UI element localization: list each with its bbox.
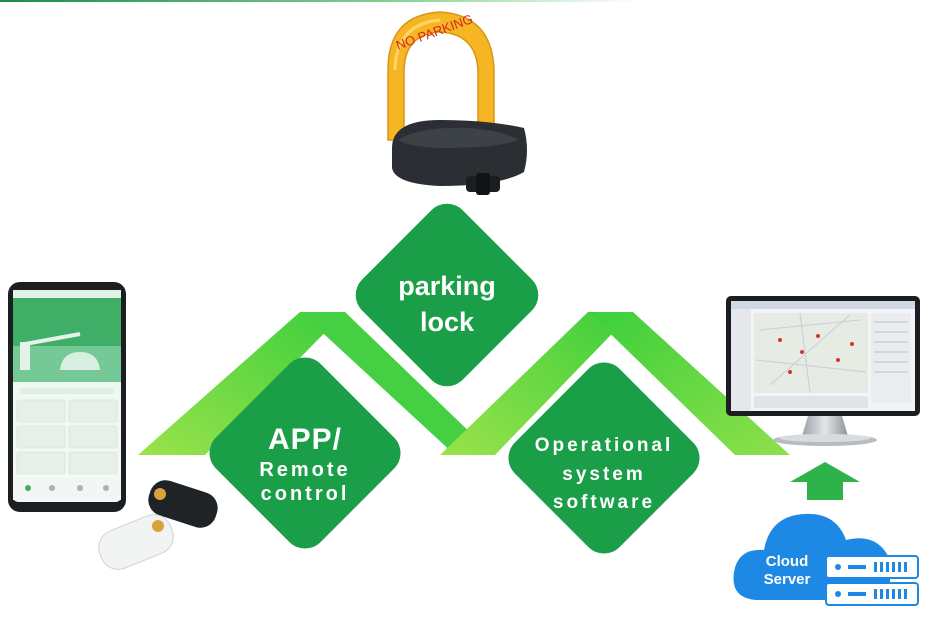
label-app-remote-line-1: APP/: [267, 423, 343, 456]
label-operational-line-2: system: [562, 463, 646, 485]
diamond-parking-lock: [355, 203, 539, 387]
label-app-remote-line-2: Remote: [259, 459, 351, 481]
label-parking-lock-line-2: lock: [419, 307, 475, 338]
label-parking-lock: parking lock: [387, 268, 507, 341]
label-parking-lock-line-1: parking: [398, 271, 496, 301]
diamond-app-remote: [209, 357, 401, 549]
label-app-remote-line-3: control: [260, 483, 350, 505]
label-operational-line-3: software: [552, 492, 656, 513]
remote-key-fobs: [98, 480, 218, 570]
top-accent-line: [0, 0, 640, 2]
label-operational: Operational system software: [524, 432, 684, 518]
chevron-band-right: [440, 312, 790, 455]
label-app-remote: APP/ Remote control: [240, 422, 370, 506]
label-cloud-server-line-2: Server: [763, 571, 811, 588]
server-rack: [825, 555, 919, 606]
label-cloud-server: Cloud Server: [750, 553, 824, 589]
smartphone-app-illustration: [8, 282, 126, 512]
chevron-band-left: [138, 312, 478, 455]
label-cloud-server-line-1: Cloud: [765, 553, 809, 570]
parking-lock-illustration: NO PARKING: [387, 11, 527, 195]
computer-monitor-illustration: [726, 296, 920, 446]
label-operational-line-1: Operational: [534, 435, 674, 456]
cloud-server-icon: [733, 513, 919, 606]
diamond-operational: [508, 362, 700, 554]
up-arrow-icon: [790, 462, 860, 500]
